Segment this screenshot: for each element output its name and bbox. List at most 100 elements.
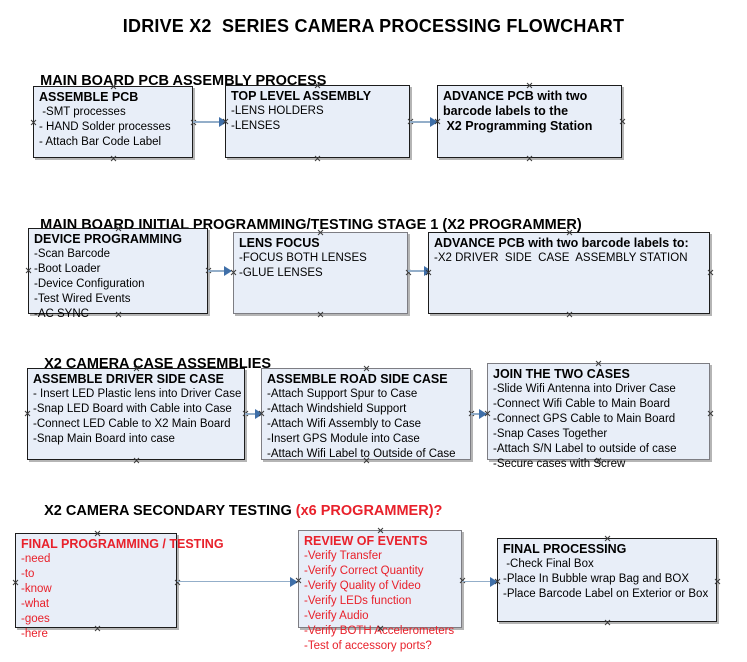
node-line: -Connect Wifi Cable to Main Board bbox=[493, 398, 671, 410]
section-heading-text: X2 CAMERA SECONDARY TESTING bbox=[44, 503, 296, 519]
node-title: REVIEW OF EVENTS bbox=[304, 534, 428, 548]
node-line: -Verify BOTH Accelerometers bbox=[304, 625, 455, 637]
node-line: -X2 DRIVER SIDE CASE ASSEMBLY STATION bbox=[434, 252, 688, 264]
node-line: - Insert LED Plastic lens into Driver Ca… bbox=[33, 388, 242, 400]
node-line: -Device Configuration bbox=[34, 278, 145, 290]
node-line: -LENS HOLDERS bbox=[231, 105, 324, 117]
node-line: -Attach Wifi Assembly to Case bbox=[267, 418, 422, 430]
node-line: X2 Programming Station bbox=[443, 119, 593, 133]
node-title: TOP LEVEL ASSEMBLY bbox=[231, 89, 372, 103]
node-line: -Attach Support Spur to Case bbox=[267, 388, 418, 400]
node-line-list: -X2 DRIVER SIDE CASE ASSEMBLY STATION bbox=[434, 251, 705, 266]
connector-line bbox=[177, 581, 297, 582]
node-line: -what bbox=[21, 598, 50, 610]
connector-handle-bottom bbox=[314, 155, 321, 162]
node-line: -here bbox=[21, 628, 48, 640]
node-line-list: -FOCUS BOTH LENSES -GLUE LENSES bbox=[239, 251, 403, 281]
node-line: -Verify Audio bbox=[304, 610, 369, 622]
node-line: -Test Wired Events bbox=[34, 293, 131, 305]
node-line: -to bbox=[21, 568, 35, 580]
connector-handle-left bbox=[24, 410, 31, 417]
node-line-list: -Slide Wifi Antenna into Driver Case -Co… bbox=[493, 382, 705, 472]
connector-line bbox=[410, 121, 436, 123]
connector-handle-top bbox=[526, 82, 533, 89]
node-assemble-road-side-case[interactable]: ASSEMBLE ROAD SIDE CASE -Attach Support … bbox=[261, 368, 471, 460]
node-line: -goes bbox=[21, 613, 50, 625]
node-line: -Slide Wifi Antenna into Driver Case bbox=[493, 383, 676, 395]
node-line: -Verify Correct Quantity bbox=[304, 565, 424, 577]
connector-arrowhead bbox=[290, 577, 298, 587]
node-lens-focus[interactable]: LENS FOCUS -FOCUS BOTH LENSES -GLUE LENS… bbox=[233, 232, 408, 314]
node-top-level-assembly[interactable]: TOP LEVEL ASSEMBLY -LENS HOLDERS -LENSES bbox=[225, 85, 410, 158]
node-line: -AC SYNC bbox=[34, 308, 89, 320]
node-line: - HAND Solder processes bbox=[39, 121, 171, 133]
connector-handle-left bbox=[25, 267, 32, 274]
connector-line bbox=[193, 121, 223, 123]
section-heading-annotation: (x6 PROGRAMMER)? bbox=[295, 503, 443, 519]
connector-handle-right bbox=[714, 578, 721, 585]
node-line: -Connect GPS Cable to Main Board bbox=[493, 413, 676, 425]
node-line-list: - Insert LED Plastic lens into Driver Ca… bbox=[33, 387, 242, 447]
connector-handle-left bbox=[30, 119, 37, 126]
connector-handle-right bbox=[707, 410, 714, 417]
node-line-list: -SMT processes - HAND Solder processes -… bbox=[39, 105, 188, 150]
node-line: -Snap Main Board into case bbox=[33, 433, 175, 445]
node-line: -Boot Loader bbox=[34, 263, 101, 275]
connector-arrowhead bbox=[255, 409, 263, 419]
node-line: -Attach Windshield Support bbox=[267, 403, 407, 415]
page-title: IDRIVE X2 SERIES CAMERA PROCESSING FLOWC… bbox=[122, 16, 625, 36]
node-title: ASSEMBLE PCB bbox=[39, 90, 139, 104]
node-join-the-two-cases[interactable]: JOIN THE TWO CASES -Slide Wifi Antenna i… bbox=[487, 360, 710, 470]
node-line: -Attach Wifi Label to Outside of Case bbox=[267, 448, 456, 460]
node-line: -LENSES bbox=[231, 120, 281, 132]
connector-handle-left bbox=[12, 579, 19, 586]
node-title: FINAL PROGRAMMING / TESTING bbox=[21, 537, 224, 551]
node-line-list: -Scan Barcode -Boot Loader -Device Confi… bbox=[34, 247, 203, 322]
connector-handle-bottom bbox=[317, 311, 324, 318]
connector-handle-bottom bbox=[604, 619, 611, 626]
node-line: -Check Final Box bbox=[503, 558, 594, 570]
node-line-list: -Verify Transfer -Verify Correct Quantit… bbox=[304, 549, 457, 654]
node-line: -Insert GPS Module into Case bbox=[267, 433, 420, 445]
connector-handle-bottom bbox=[526, 155, 533, 162]
node-final-programming-testing[interactable]: FINAL PROGRAMMING / TESTING -need -to -k… bbox=[12, 533, 224, 640]
node-assemble-driver-side-case[interactable]: ASSEMBLE DRIVER SIDE CASE - Insert LED P… bbox=[27, 368, 245, 460]
node-title: ASSEMBLE DRIVER SIDE CASE bbox=[33, 372, 225, 386]
node-assemble-pcb[interactable]: ASSEMBLE PCB -SMT processes - HAND Solde… bbox=[33, 86, 193, 158]
connector-line bbox=[245, 413, 263, 415]
node-final-processing[interactable]: FINAL PROCESSING -Check Final Box -Place… bbox=[497, 538, 717, 622]
node-line: -Snap Cases Together bbox=[493, 428, 608, 440]
node-advance-pcb-to-driver-side-case-assembly[interactable]: ADVANCE PCB with two barcode labels to: … bbox=[428, 232, 710, 314]
node-line-list: barcode labels to the X2 Programming Sta… bbox=[443, 104, 617, 134]
node-review-of-events[interactable]: REVIEW OF EVENTS -Verify Transfer -Verif… bbox=[298, 530, 462, 652]
node-title: LENS FOCUS bbox=[239, 236, 320, 250]
node-line: -Verify Quality of Video bbox=[304, 580, 421, 592]
node-line: -Scan Barcode bbox=[34, 248, 111, 260]
connector-handle-top bbox=[604, 535, 611, 542]
node-line-list: -Attach Support Spur to Case -Attach Win… bbox=[267, 387, 466, 462]
node-line: -need bbox=[21, 553, 51, 565]
node-title: ADVANCE PCB with two barcode labels to: bbox=[434, 236, 689, 250]
node-line: -Secure cases with Screw bbox=[493, 458, 626, 470]
connector-arrowhead bbox=[479, 409, 487, 419]
connector-handle-top bbox=[595, 360, 602, 367]
node-line-list: -Check Final Box -Place In Bubble wrap B… bbox=[503, 557, 712, 602]
section-heading-x2-camera-secondary-testing: X2 CAMERA SECONDARY TESTING (x6 PROGRAMM… bbox=[28, 487, 442, 535]
connector-arrowhead bbox=[490, 577, 498, 587]
node-advance-pcb-to-x2-programming-station[interactable]: ADVANCE PCB with two barcode labels to t… bbox=[437, 85, 622, 158]
node-title: ADVANCE PCB with two bbox=[443, 89, 588, 103]
node-line-list: -need -to -know -what -goes -here bbox=[21, 552, 172, 642]
connector-handle-top bbox=[363, 365, 370, 372]
connector-handle-bottom bbox=[133, 457, 140, 464]
node-device-programming[interactable]: DEVICE PROGRAMMING -Scan Barcode -Boot L… bbox=[25, 228, 208, 320]
node-line: -Place In Bubble wrap Bag and BOX bbox=[503, 573, 690, 585]
node-line: -Verify Transfer bbox=[304, 550, 382, 562]
node-line: - Attach Bar Code Label bbox=[39, 136, 162, 148]
connector-handle-right bbox=[619, 118, 626, 125]
node-title: DEVICE PROGRAMMING bbox=[34, 232, 182, 246]
connector-arrowhead bbox=[430, 117, 438, 127]
connector-line bbox=[208, 270, 230, 272]
node-line: -Snap LED Board with Cable into Case bbox=[33, 403, 232, 415]
node-line: -SMT processes bbox=[39, 106, 126, 118]
